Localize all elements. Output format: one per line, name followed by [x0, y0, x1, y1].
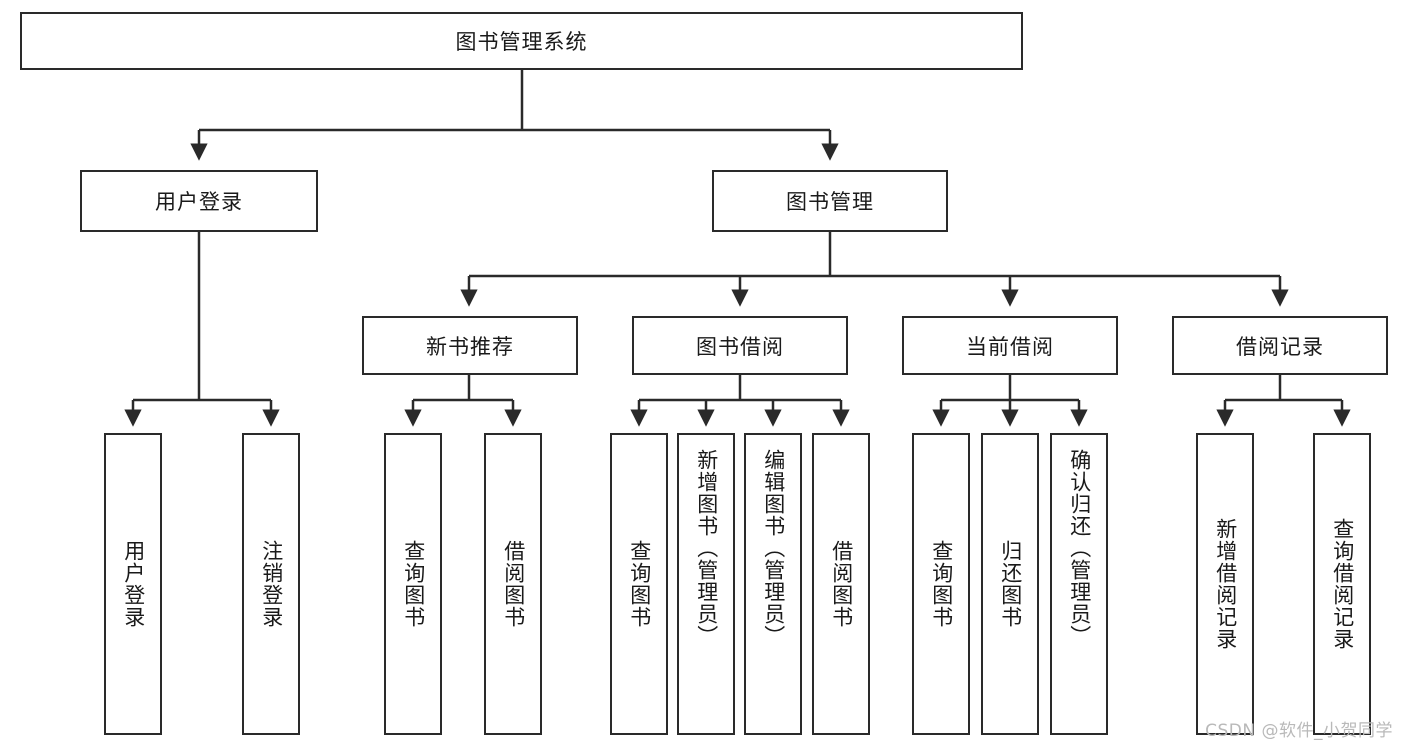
node-root-book-management-system[interactable]: 图书管理系统: [20, 12, 1023, 70]
node-label: 图书管理: [786, 190, 874, 214]
node-label: 确认归还（管理员）: [1067, 449, 1092, 647]
leaf-borrow-book-borrow[interactable]: 借阅图书: [812, 433, 870, 735]
leaf-query-book-current[interactable]: 查询图书: [912, 433, 970, 735]
leaf-query-book-borrow[interactable]: 查询图书: [610, 433, 668, 735]
leaf-return-book[interactable]: 归还图书: [981, 433, 1039, 735]
node-label: 用户登录: [155, 190, 243, 214]
node-label: 当前借阅: [966, 334, 1054, 359]
leaf-add-borrow-record[interactable]: 新增借阅记录: [1196, 433, 1254, 735]
node-label: 归还图书: [998, 540, 1023, 628]
node-label: 查询借阅记录: [1330, 518, 1355, 650]
node-borrow-record[interactable]: 借阅记录: [1172, 316, 1388, 375]
node-label: 编辑图书（管理员）: [761, 449, 786, 647]
leaf-user-login[interactable]: 用户登录: [104, 433, 162, 735]
node-label: 借阅记录: [1236, 334, 1324, 359]
node-book-borrow[interactable]: 图书借阅: [632, 316, 848, 375]
node-label: 借阅图书: [829, 540, 854, 628]
watermark-text: CSDN @软件_小贺同学: [1205, 721, 1393, 741]
leaf-confirm-return-admin[interactable]: 确认归还（管理员）: [1050, 433, 1108, 735]
node-new-book-recommend[interactable]: 新书推荐: [362, 316, 578, 375]
node-label: 图书管理系统: [455, 30, 588, 54]
node-book-management[interactable]: 图书管理: [712, 170, 948, 232]
leaf-add-book-admin[interactable]: 新增图书（管理员）: [677, 433, 735, 735]
node-label: 新书推荐: [426, 334, 514, 359]
node-label: 查询图书: [627, 540, 652, 628]
node-label: 图书借阅: [696, 334, 784, 359]
node-current-borrow[interactable]: 当前借阅: [902, 316, 1118, 375]
node-label: 借阅图书: [501, 540, 526, 628]
node-label: 查询图书: [401, 540, 426, 628]
leaf-borrow-book-new-recommend[interactable]: 借阅图书: [484, 433, 542, 735]
node-label: 新增图书（管理员）: [694, 449, 719, 647]
leaf-edit-book-admin[interactable]: 编辑图书（管理员）: [744, 433, 802, 735]
node-label: 查询图书: [929, 540, 954, 628]
leaf-logout-login[interactable]: 注销登录: [242, 433, 300, 735]
node-label: 用户登录: [121, 540, 146, 628]
node-label: 新增借阅记录: [1213, 518, 1238, 650]
leaf-query-borrow-record[interactable]: 查询借阅记录: [1313, 433, 1371, 735]
leaf-query-book-new-recommend[interactable]: 查询图书: [384, 433, 442, 735]
node-user-login[interactable]: 用户登录: [80, 170, 318, 232]
node-label: 注销登录: [259, 540, 284, 628]
